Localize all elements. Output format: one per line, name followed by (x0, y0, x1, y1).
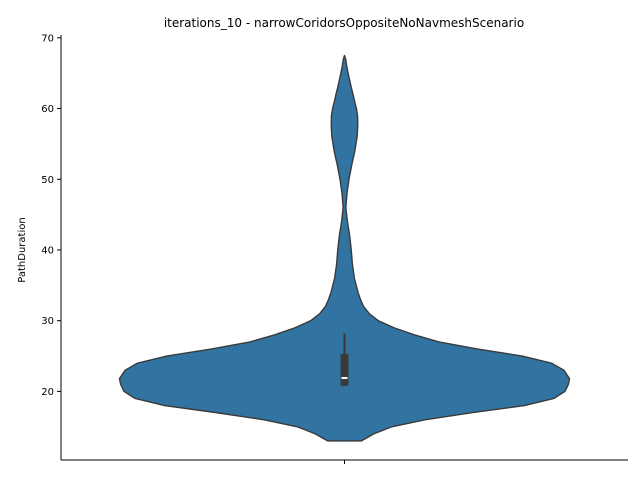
chart-title: iterations_10 - narrowCoridorsOppositeNo… (164, 16, 524, 30)
y-tick-label: 50 (41, 175, 54, 186)
violin-body (118, 54, 571, 442)
y-tick-label: 20 (41, 387, 54, 398)
plot-area: 20 30 40 50 60 70 (41, 33, 628, 464)
y-tick-label: 70 (41, 33, 54, 44)
y-tick-label: 60 (41, 104, 54, 115)
y-tick-label: 40 (41, 245, 54, 256)
y-axis-title: PathDuration (17, 217, 28, 282)
y-tick-label: 30 (41, 316, 54, 327)
box-iqr (340, 353, 349, 386)
